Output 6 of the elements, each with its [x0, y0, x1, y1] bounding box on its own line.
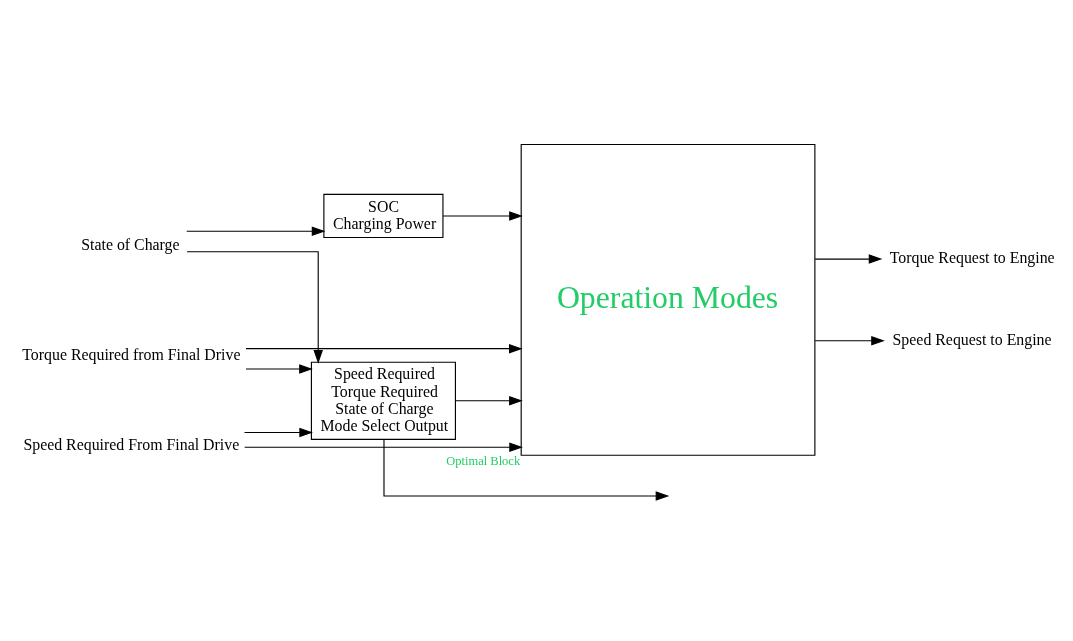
node-text: Torque Request to Engine: [889, 249, 1055, 267]
node-text: Torque Required from Final Drive: [22, 345, 241, 363]
node-text: Speed Required From Final Drive: [23, 436, 240, 454]
node-text: Speed Request to Engine: [892, 330, 1052, 348]
node-label: Optimal Block: [446, 454, 521, 469]
node-text: State of Charge: [81, 235, 180, 253]
